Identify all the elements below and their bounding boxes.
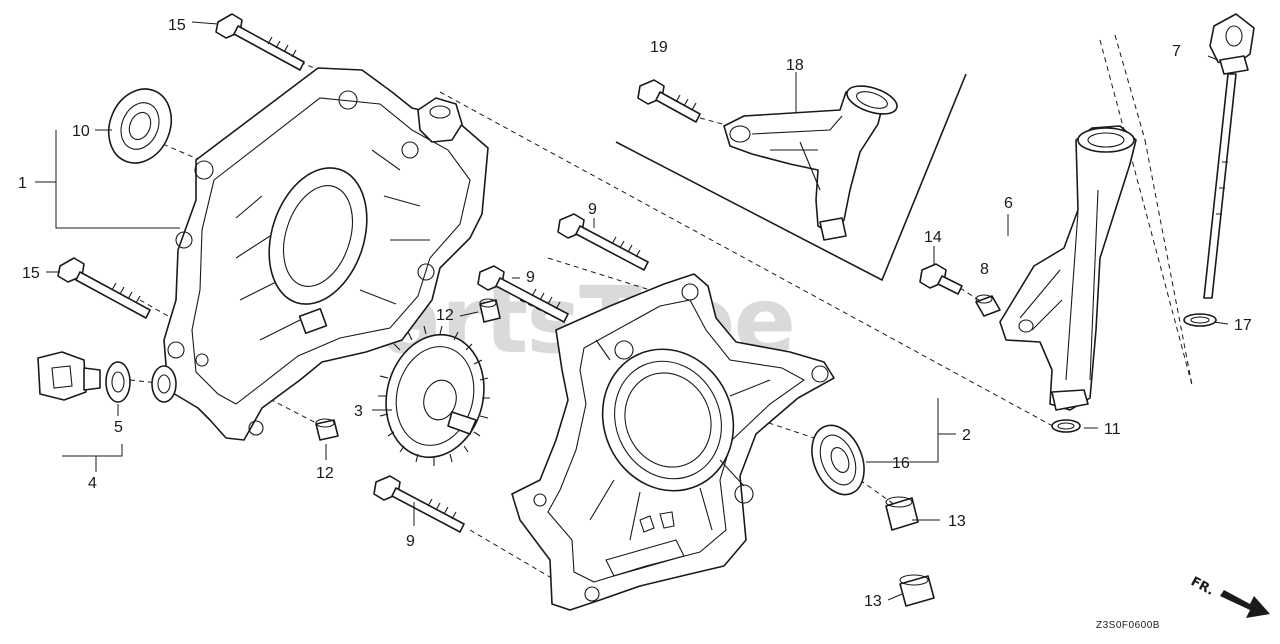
drain-plug-4 bbox=[37, 351, 101, 401]
leader-lines bbox=[35, 21, 1229, 601]
oil-seal-10 bbox=[107, 88, 173, 164]
bolt-19 bbox=[637, 79, 701, 123]
bolt-15-upper bbox=[215, 13, 305, 71]
callout-16: 16 bbox=[892, 455, 910, 472]
front-arrow-icon bbox=[1220, 590, 1270, 618]
callout-labels: 1 2 3 4 5 6 7 8 9 9 9 10 11 12 12 13 13 … bbox=[18, 17, 1252, 610]
dowel-pin-12-lower bbox=[315, 418, 339, 441]
callout-15-lower: 15 bbox=[22, 265, 40, 282]
governor-gear-3 bbox=[378, 325, 490, 466]
crankcase-cover-right bbox=[511, 273, 835, 611]
dowel-pin-13-upper bbox=[885, 496, 919, 531]
callout-12-upper: 12 bbox=[436, 307, 454, 324]
oil-filler-tube-6 bbox=[999, 125, 1137, 411]
callout-4: 4 bbox=[88, 475, 97, 492]
diagram-code: Z3S0F0600B bbox=[1096, 620, 1160, 631]
bolt-14 bbox=[919, 263, 963, 295]
washer-5 bbox=[105, 361, 131, 403]
o-ring-11 bbox=[1051, 419, 1081, 433]
o-ring bbox=[151, 365, 177, 403]
bolt-9-top bbox=[557, 213, 649, 271]
dowel-pin-12-upper bbox=[479, 298, 501, 323]
bearing-16 bbox=[811, 424, 865, 496]
callout-10: 10 bbox=[72, 123, 90, 140]
bolt-15-lower bbox=[57, 257, 151, 319]
callout-9-middle: 9 bbox=[526, 269, 535, 286]
callout-19: 19 bbox=[650, 39, 668, 56]
front-label: FR. bbox=[1188, 574, 1216, 599]
callout-18: 18 bbox=[786, 57, 804, 74]
collar-8 bbox=[975, 294, 1001, 317]
callout-3: 3 bbox=[354, 403, 363, 420]
front-direction-indicator: FR. bbox=[1188, 574, 1270, 618]
oil-filler-neck-18 bbox=[723, 85, 898, 241]
bolt-9-middle bbox=[477, 265, 569, 323]
callout-5: 5 bbox=[114, 419, 123, 436]
bolt-9-bottom bbox=[373, 475, 465, 533]
callout-11: 11 bbox=[1104, 421, 1121, 438]
dipstick-7 bbox=[1203, 13, 1255, 299]
inset-frame bbox=[615, 73, 967, 282]
callout-2: 2 bbox=[962, 427, 971, 444]
callout-9-bottom: 9 bbox=[406, 533, 415, 550]
callout-15-upper: 15 bbox=[168, 17, 186, 34]
callout-17: 17 bbox=[1234, 317, 1252, 334]
callout-13-lower: 13 bbox=[864, 593, 882, 610]
dowel-pin-13-lower bbox=[899, 574, 935, 607]
callout-14: 14 bbox=[924, 229, 942, 246]
callout-9-top: 9 bbox=[588, 201, 597, 218]
callout-6: 6 bbox=[1004, 195, 1013, 212]
callout-13-upper: 13 bbox=[948, 513, 966, 530]
callout-12-lower: 12 bbox=[316, 465, 334, 482]
crankcase-cover-left bbox=[163, 67, 489, 441]
callout-7: 7 bbox=[1172, 43, 1181, 60]
o-ring-17 bbox=[1183, 313, 1217, 327]
callout-8: 8 bbox=[980, 261, 989, 278]
callout-1: 1 bbox=[18, 175, 27, 192]
